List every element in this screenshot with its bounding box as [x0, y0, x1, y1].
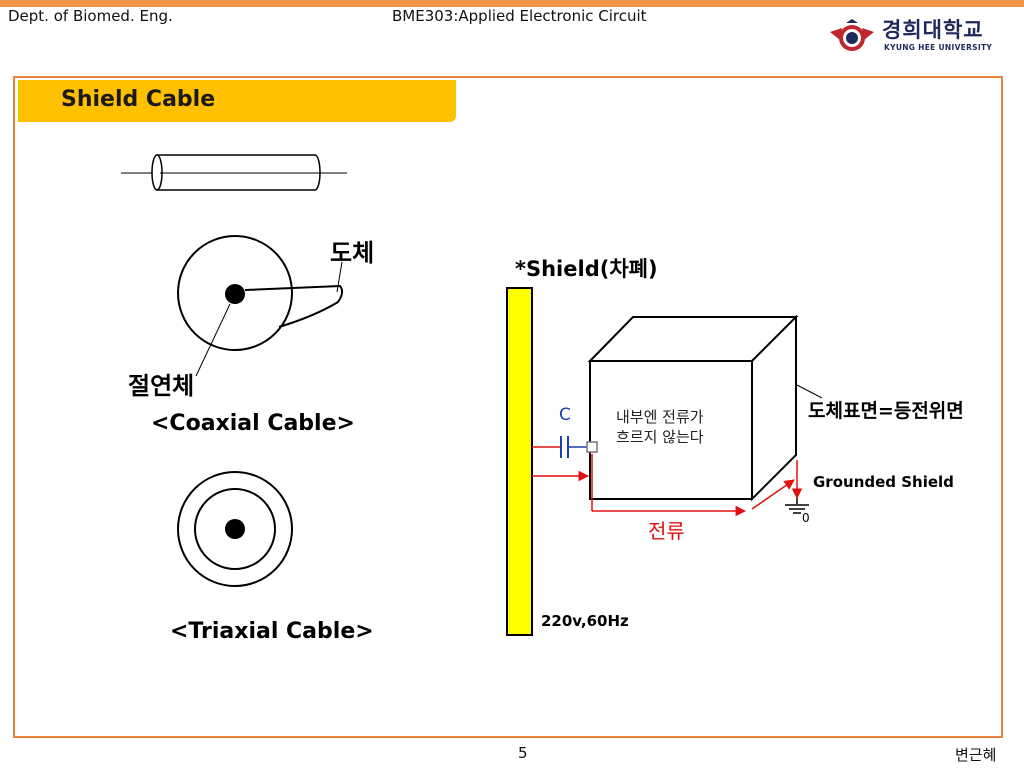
label-current: 전류: [648, 519, 685, 543]
logo-english-name: KYUNG HEE UNIVERSITY: [884, 43, 993, 52]
footer-author: 변근혜: [955, 746, 997, 764]
label-voltage-source: 220v,60Hz: [541, 612, 629, 630]
university-emblem-icon: [830, 19, 874, 51]
label-insulator: 절연체: [128, 372, 195, 400]
inner-text-line-2: 흐르지 않는다: [616, 428, 704, 446]
high-voltage-plate: [506, 287, 533, 636]
label-ground-value: 0: [802, 511, 810, 525]
label-grounded-shield: Grounded Shield: [813, 473, 954, 491]
page-number: 5: [518, 744, 528, 762]
content-frame: [13, 76, 1003, 738]
surface-leader-line: [796, 384, 823, 399]
university-logo: 경희대학교 KYUNG HEE UNIVERSITY: [828, 16, 1008, 58]
label-shield: *Shield(차폐): [515, 257, 658, 281]
current-path: [532, 454, 803, 517]
header-course: BME303:Applied Electronic Circuit: [392, 7, 647, 25]
slide-title: Shield Cable: [61, 87, 216, 112]
label-capacitor: C: [559, 405, 571, 425]
header-dept: Dept. of Biomed. Eng.: [8, 7, 173, 25]
label-conductor: 도체: [330, 239, 375, 267]
label-triaxial-cable: <Triaxial Cable>: [170, 619, 374, 644]
triaxial-cross-section: [177, 471, 293, 587]
inner-text-line-1: 내부엔 전류가: [616, 408, 704, 426]
capacitor-symbol: [532, 436, 598, 458]
ground-icon: [785, 498, 809, 514]
logo-korean-name: 경희대학교: [882, 18, 984, 42]
top-accent-bar: [0, 0, 1024, 7]
label-equipotential-surface: 도체표면=등전위면: [808, 400, 964, 422]
title-tab: Shield Cable: [18, 80, 456, 122]
coaxial-cross-section: [177, 235, 344, 377]
cable-cylinder: [121, 154, 347, 191]
shield-box: [587, 314, 799, 502]
label-inner-no-current: 내부엔 전류가 흐르지 않는다: [616, 407, 704, 447]
label-coaxial-cable: <Coaxial Cable>: [151, 411, 355, 436]
